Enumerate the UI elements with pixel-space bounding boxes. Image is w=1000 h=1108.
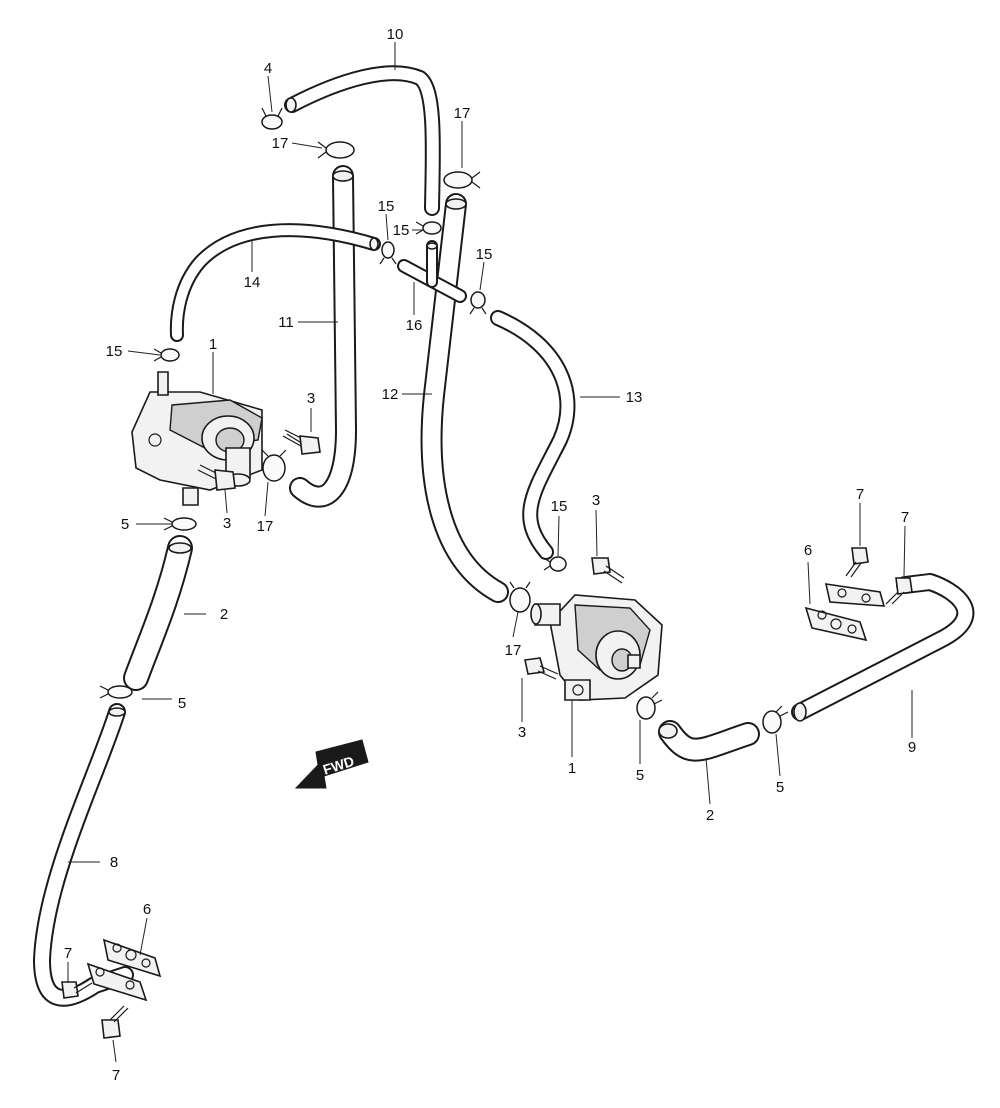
callout-15: 15 [476, 246, 493, 263]
flange-left [86, 962, 148, 1002]
hose-2-right [658, 720, 760, 762]
fwd-arrow-icon: FWD [294, 739, 369, 789]
callout-2: 2 [706, 807, 714, 824]
clamp-4 [261, 107, 283, 130]
callout-3: 3 [518, 724, 526, 741]
hose-14 [169, 223, 381, 342]
air-valve-left [131, 371, 263, 506]
clamp-5b [99, 685, 133, 699]
callout-5: 5 [776, 779, 784, 796]
bolt-7a [845, 547, 869, 578]
pipe-16 [397, 240, 467, 303]
bolt-7b [885, 577, 913, 605]
callout-15: 15 [378, 198, 395, 215]
callout-5: 5 [121, 516, 129, 533]
callout-1: 1 [209, 336, 217, 353]
callout-11: 11 [278, 314, 294, 331]
callout-8: 8 [110, 854, 118, 871]
callout-5: 5 [636, 767, 644, 784]
callout-15: 15 [106, 343, 123, 360]
callout-3: 3 [592, 492, 600, 509]
callout-15: 15 [551, 498, 568, 515]
clamp-17d [509, 581, 531, 613]
gasket-6a [804, 606, 868, 642]
callout-4: 4 [264, 60, 272, 77]
callout-7: 7 [856, 486, 864, 503]
clamp-15d [153, 348, 180, 362]
clamp-17c [261, 449, 287, 482]
hose-12 [420, 193, 509, 603]
clamp-15e [543, 556, 567, 572]
hose-11 [289, 165, 357, 508]
callout-17: 17 [505, 642, 522, 659]
hose-9 [791, 573, 975, 722]
callout-14: 14 [244, 274, 261, 291]
clamp-5c [636, 691, 663, 720]
leader-lines [67, 42, 913, 1063]
callout-1: 1 [568, 760, 576, 777]
callout-7: 7 [64, 945, 72, 962]
hose-10 [284, 65, 441, 216]
callout-numbers: 10 4 17 17 15 15 15 14 11 16 15 1 3 12 1… [64, 26, 916, 1084]
bolt-3a [282, 429, 321, 455]
clamp-17b [443, 171, 481, 189]
clamp-17a [317, 141, 355, 159]
callout-7: 7 [901, 509, 909, 526]
clamp-15a [415, 221, 442, 235]
callout-6: 6 [143, 901, 151, 918]
callout-17: 17 [272, 135, 289, 152]
callout-10: 10 [387, 26, 404, 43]
callout-6: 6 [804, 542, 812, 559]
hose-2-left [123, 535, 193, 691]
callout-15: 15 [393, 222, 410, 239]
bolt-3d [524, 657, 559, 680]
callout-3: 3 [307, 390, 315, 407]
callout-17: 17 [257, 518, 274, 535]
hose-13 [490, 310, 576, 560]
clamp-5d [762, 705, 789, 734]
callout-5: 5 [178, 695, 186, 712]
bolt-7c [61, 977, 93, 999]
bolt-7d [101, 1005, 129, 1039]
clamp-15c [469, 291, 487, 315]
bolt-3b [197, 464, 236, 491]
air-valve-right [530, 594, 663, 701]
flange-right [824, 583, 886, 607]
gasket-6b [102, 938, 162, 978]
callout-16: 16 [406, 317, 423, 334]
clamp-15b [379, 241, 397, 265]
callout-2: 2 [220, 606, 228, 623]
bolt-3c [591, 557, 625, 584]
callout-7: 7 [112, 1067, 120, 1084]
callout-9: 9 [908, 739, 916, 756]
callout-17: 17 [454, 105, 471, 122]
callout-3: 3 [223, 515, 231, 532]
callout-13: 13 [626, 389, 643, 406]
callout-12: 12 [382, 386, 399, 403]
